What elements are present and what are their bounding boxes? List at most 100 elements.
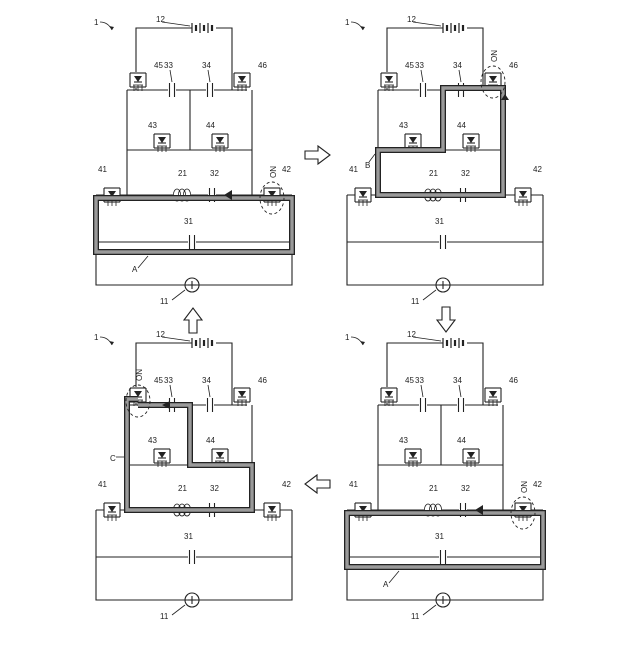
switch-45 (130, 72, 146, 91)
switch-41-label: 41 (98, 480, 107, 489)
switch-46 (234, 72, 250, 91)
capacitor-32-label: 32 (461, 169, 470, 178)
capacitor-33-label: 33 (415, 376, 424, 385)
capacitor-32-label: 32 (461, 484, 470, 493)
switch-45-label: 45 (405, 376, 414, 385)
reference-arrow (351, 22, 363, 30)
switch-44-label: 44 (206, 121, 215, 130)
battery-symbol (192, 23, 212, 33)
capacitor-32-label: 32 (210, 484, 219, 493)
switch-44-label: 44 (457, 436, 466, 445)
switch-45 (381, 72, 397, 91)
battery-symbol (192, 338, 212, 348)
source-label: 11 (411, 297, 420, 306)
switch-45 (381, 387, 397, 406)
flow-arrow-right (305, 146, 330, 164)
on-label: ON (269, 166, 278, 178)
capacitor-33-label: 33 (164, 376, 173, 385)
capacitor-33-label: 33 (164, 61, 173, 70)
current-path-B-outline (378, 88, 503, 195)
on-label: ON (520, 481, 529, 493)
switch-44 (463, 133, 479, 152)
capacitor-32-label: 32 (210, 169, 219, 178)
capacitor-34-label: 34 (202, 376, 211, 385)
source-leader (172, 605, 185, 615)
battery-symbol (443, 338, 463, 348)
path-label-B: B (365, 161, 370, 170)
battery-leader (162, 337, 190, 341)
leader-33 (170, 70, 172, 82)
capacitor-33-label: 33 (415, 61, 424, 70)
switch-45-label: 45 (154, 61, 163, 70)
capacitor-34-label: 34 (453, 376, 462, 385)
switch-46-label: 46 (509, 61, 518, 70)
switch-42-label: 42 (533, 165, 542, 174)
path-A-leader (389, 571, 399, 583)
figure-reference-label: 1 (94, 333, 99, 342)
switch-46 (234, 387, 250, 406)
switch-43-label: 43 (148, 436, 157, 445)
flow-arrow-up (184, 308, 202, 333)
reference-arrow (351, 337, 363, 345)
switch-46-label: 46 (509, 376, 518, 385)
switch-43-label: 43 (399, 436, 408, 445)
switch-41 (355, 187, 371, 206)
source-label: 11 (160, 297, 169, 306)
switch-43-label: 43 (399, 121, 408, 130)
switch-46 (485, 387, 501, 406)
switch-44 (463, 448, 479, 467)
path-label-A: A (132, 265, 138, 274)
source-leader (172, 290, 185, 300)
inductor-label: 21 (429, 169, 438, 178)
capacitor-34-label: 34 (202, 61, 211, 70)
switch-46-label: 46 (258, 61, 267, 70)
switch-41-label: 41 (98, 165, 107, 174)
switch-43 (405, 448, 421, 467)
leader-34 (459, 70, 461, 82)
current-path-C (127, 399, 252, 510)
circuit-panel-bottom-right: 112454633344344414221323111ONA (345, 330, 543, 621)
switch-41-label: 41 (349, 165, 358, 174)
switch-42-label: 42 (282, 165, 291, 174)
path-B-leader (369, 154, 375, 162)
capacitor-31-label: 31 (184, 532, 193, 541)
flow-arrow-left (305, 475, 330, 493)
battery-leader (413, 337, 441, 341)
switch-44-label: 44 (457, 121, 466, 130)
capacitor-31-label: 31 (184, 217, 193, 226)
switch-46-label: 46 (258, 376, 267, 385)
figure-reference-label: 1 (94, 18, 99, 27)
on-label: ON (135, 369, 144, 381)
inductor-label: 21 (178, 169, 187, 178)
figure-reference-label: 1 (345, 18, 350, 27)
circuit-panel-bottom-left: 112454633344344414221323111ONC (94, 330, 292, 621)
switch-44 (212, 133, 228, 152)
inductor-label: 21 (178, 484, 187, 493)
battery-symbol (443, 23, 463, 33)
battery-leader (413, 22, 441, 26)
switch-41 (104, 502, 120, 521)
switch-42-label: 42 (533, 480, 542, 489)
inductor-label: 21 (429, 484, 438, 493)
leader-33 (170, 385, 172, 397)
wire-battery-right (216, 28, 232, 90)
capacitor-31-label: 31 (435, 217, 444, 226)
leader-34 (208, 385, 210, 397)
switch-43-label: 43 (148, 121, 157, 130)
circuit-panel-top-right: 112454633344344414221323111ONB (345, 15, 543, 306)
battery-leader (162, 22, 190, 26)
source-leader (423, 290, 436, 300)
flow-arrow-down (437, 307, 455, 332)
capacitor-31-label: 31 (435, 532, 444, 541)
path-label-A: A (383, 580, 389, 589)
switch-43 (154, 133, 170, 152)
capacitor-34-label: 34 (453, 61, 462, 70)
switch-42 (264, 502, 280, 521)
switch-44-label: 44 (206, 436, 215, 445)
switch-43 (154, 448, 170, 467)
path-label-C: C (110, 454, 116, 463)
switch-41-label: 41 (349, 480, 358, 489)
source-label: 11 (411, 612, 420, 621)
